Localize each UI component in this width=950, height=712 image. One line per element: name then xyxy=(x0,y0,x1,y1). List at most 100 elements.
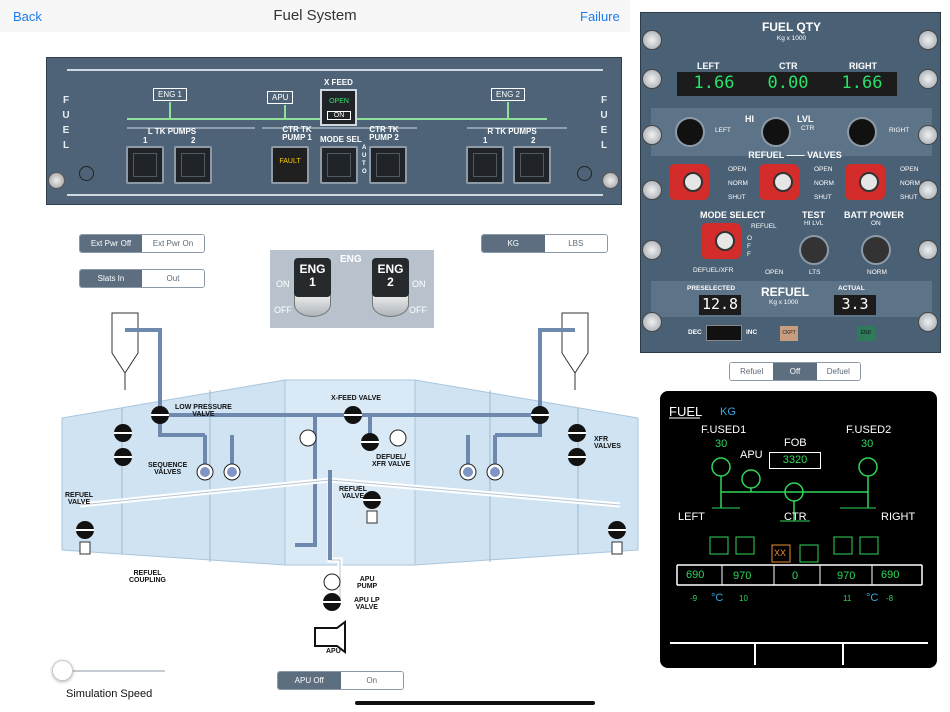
qty-left-value: 1.66 xyxy=(693,73,735,93)
apu-toggle[interactable]: APU Off On xyxy=(277,671,404,690)
temp-right-unit: °C xyxy=(866,592,879,604)
end-button[interactable]: END xyxy=(857,326,875,341)
units-lbs-option[interactable]: LBS xyxy=(544,235,607,252)
ckpt-button[interactable]: CKPT xyxy=(780,326,798,341)
qty-right-label: RIGHT xyxy=(849,61,877,71)
failure-button[interactable]: Failure xyxy=(580,9,620,24)
refuel-valve-ctr-switch[interactable] xyxy=(759,164,799,200)
fuel-letter: L xyxy=(600,140,608,151)
ecam-ctr-label: CTR xyxy=(784,511,807,523)
ext-pwr-toggle[interactable]: Ext Pwr Off Ext Pwr On xyxy=(79,234,205,253)
screw-icon xyxy=(642,240,662,260)
screw-icon xyxy=(918,180,938,200)
screw-icon xyxy=(918,30,938,50)
fused2-value: 30 xyxy=(861,438,874,450)
xfeed-button[interactable]: OPEN ON xyxy=(320,89,357,126)
xfeed-title: X FEED xyxy=(324,78,353,87)
ext-pwr-on-option[interactable]: Ext Pwr On xyxy=(142,235,204,252)
l-tk-pump2-button[interactable] xyxy=(174,146,212,184)
units-toggle[interactable]: KG LBS xyxy=(481,234,608,253)
ctr-xx-label: XX xyxy=(774,548,787,558)
screw-icon xyxy=(79,166,94,181)
low-pressure-valve-label: LOW PRESSURE VALVE xyxy=(175,404,232,418)
defuel-option[interactable]: Defuel xyxy=(816,363,860,380)
refuel-coupling-label: REFUEL COUPLING xyxy=(129,570,166,584)
screw-icon xyxy=(918,312,938,332)
test-switch[interactable] xyxy=(799,235,829,265)
fuel-letter: U xyxy=(62,110,70,121)
valve-r-open: OPEN xyxy=(900,166,919,173)
apu-off-option[interactable]: APU Off xyxy=(278,672,341,689)
mode-sel-button[interactable] xyxy=(320,146,358,184)
overhead-fuel-panel: F U E L F U E L ENG 1 APU ENG 2 X FEED O… xyxy=(46,57,622,205)
eng1-off-label: OFF xyxy=(274,305,292,315)
refuel-mode-toggle[interactable]: Refuel Off Defuel xyxy=(729,362,861,381)
eng2-switch-num: 2 xyxy=(387,275,394,289)
eng1-master-switch[interactable]: ENG 1 xyxy=(294,258,331,297)
refuel-strip xyxy=(651,281,932,317)
mode-refuel-label: REFUEL xyxy=(751,223,777,230)
ecam-left-label: LEFT xyxy=(678,511,705,523)
r-tk-pump2-button[interactable] xyxy=(513,146,551,184)
dec-inc-switch[interactable] xyxy=(706,325,742,341)
units-kg-option[interactable]: KG xyxy=(482,235,545,252)
screw-icon xyxy=(642,30,662,50)
hi-lvl-ctr-light xyxy=(761,117,791,147)
qty-left-label: LEFT xyxy=(697,61,720,71)
auto-label: A U T O xyxy=(362,145,367,175)
xfeed-valve-label: X-FEED VALVE xyxy=(331,395,381,402)
ctr-pump1-label: CTR TK PUMP 1 xyxy=(282,125,312,142)
batt-on-label: ON xyxy=(871,220,881,227)
eng2-off-label: OFF xyxy=(409,305,427,315)
refuel-valve-right-switch[interactable] xyxy=(845,164,885,200)
test-hi-lvl-label: HI LVL xyxy=(804,220,824,227)
refuel-option[interactable]: Refuel xyxy=(730,363,774,380)
slats-in-option[interactable]: Slats In xyxy=(80,270,142,287)
eng1-switch-text: ENG xyxy=(299,262,326,276)
refuel-valve-left-switch[interactable] xyxy=(669,164,709,200)
l-tk-pump1-button[interactable] xyxy=(126,146,164,184)
preselected-label: PRESELECTED xyxy=(687,285,736,292)
refuel-valve-left-label: REFUEL VALVE xyxy=(65,492,93,506)
xfeed-open-text: OPEN xyxy=(329,98,349,105)
mode-off-label: O F F xyxy=(747,235,753,258)
apu-pump-label: APU PUMP xyxy=(357,576,378,590)
temp-right-outer: -8 xyxy=(886,594,894,603)
fuel-qty-unit: Kg x 1000 xyxy=(776,35,807,42)
slats-toggle[interactable]: Slats In Out xyxy=(79,269,205,288)
off-option[interactable]: Off xyxy=(773,363,817,380)
slats-out-option[interactable]: Out xyxy=(142,270,204,287)
ctr-tk-pump2-button[interactable] xyxy=(369,146,407,184)
eng2-on-label: ON xyxy=(412,279,426,289)
valve-l-open: OPEN xyxy=(728,166,747,173)
preselected-value: 12.8 xyxy=(699,295,741,315)
eng2-master-switch[interactable]: ENG 2 xyxy=(372,258,409,297)
mode-select-switch[interactable] xyxy=(701,223,741,259)
r-pump1-num: 1 xyxy=(483,136,488,145)
back-button[interactable]: Back xyxy=(13,9,42,24)
mode-defuel-label: DEFUEL/XFR xyxy=(693,267,734,274)
apu-on-option[interactable]: On xyxy=(340,672,403,689)
simulation-speed-thumb[interactable] xyxy=(52,660,73,681)
fuel-qty-panel: FUEL QTY Kg x 1000 LEFT CTR RIGHT 1.66 0… xyxy=(640,12,941,353)
valve-l-norm: NORM xyxy=(728,180,748,187)
temp-left-unit: °C xyxy=(711,592,724,604)
lvl-label: LVL xyxy=(797,114,814,124)
r-tk-pump1-button[interactable] xyxy=(466,146,504,184)
test-label: TEST xyxy=(802,210,826,220)
batt-power-switch[interactable] xyxy=(861,235,891,265)
qty-ctr-value: 0.00 xyxy=(767,73,809,93)
ctr-tk-pump1-button[interactable]: FAULT xyxy=(271,146,309,184)
ext-pwr-off-option[interactable]: Ext Pwr Off xyxy=(80,235,142,252)
fuel-letter: U xyxy=(600,110,608,121)
hi-lvl-left-light xyxy=(675,117,705,147)
screw-icon xyxy=(642,312,662,332)
ecam-graphics xyxy=(669,417,928,665)
batt-norm-label: NORM xyxy=(867,269,887,276)
tank-inner-right: 970 xyxy=(837,570,856,582)
screw-icon xyxy=(642,69,662,89)
test-lts-label: LTS xyxy=(809,269,821,276)
simulation-speed-track[interactable] xyxy=(62,670,165,672)
l-pump2-num: 2 xyxy=(191,136,196,145)
l-tk-pumps-label: L TK PUMPS xyxy=(147,127,197,136)
